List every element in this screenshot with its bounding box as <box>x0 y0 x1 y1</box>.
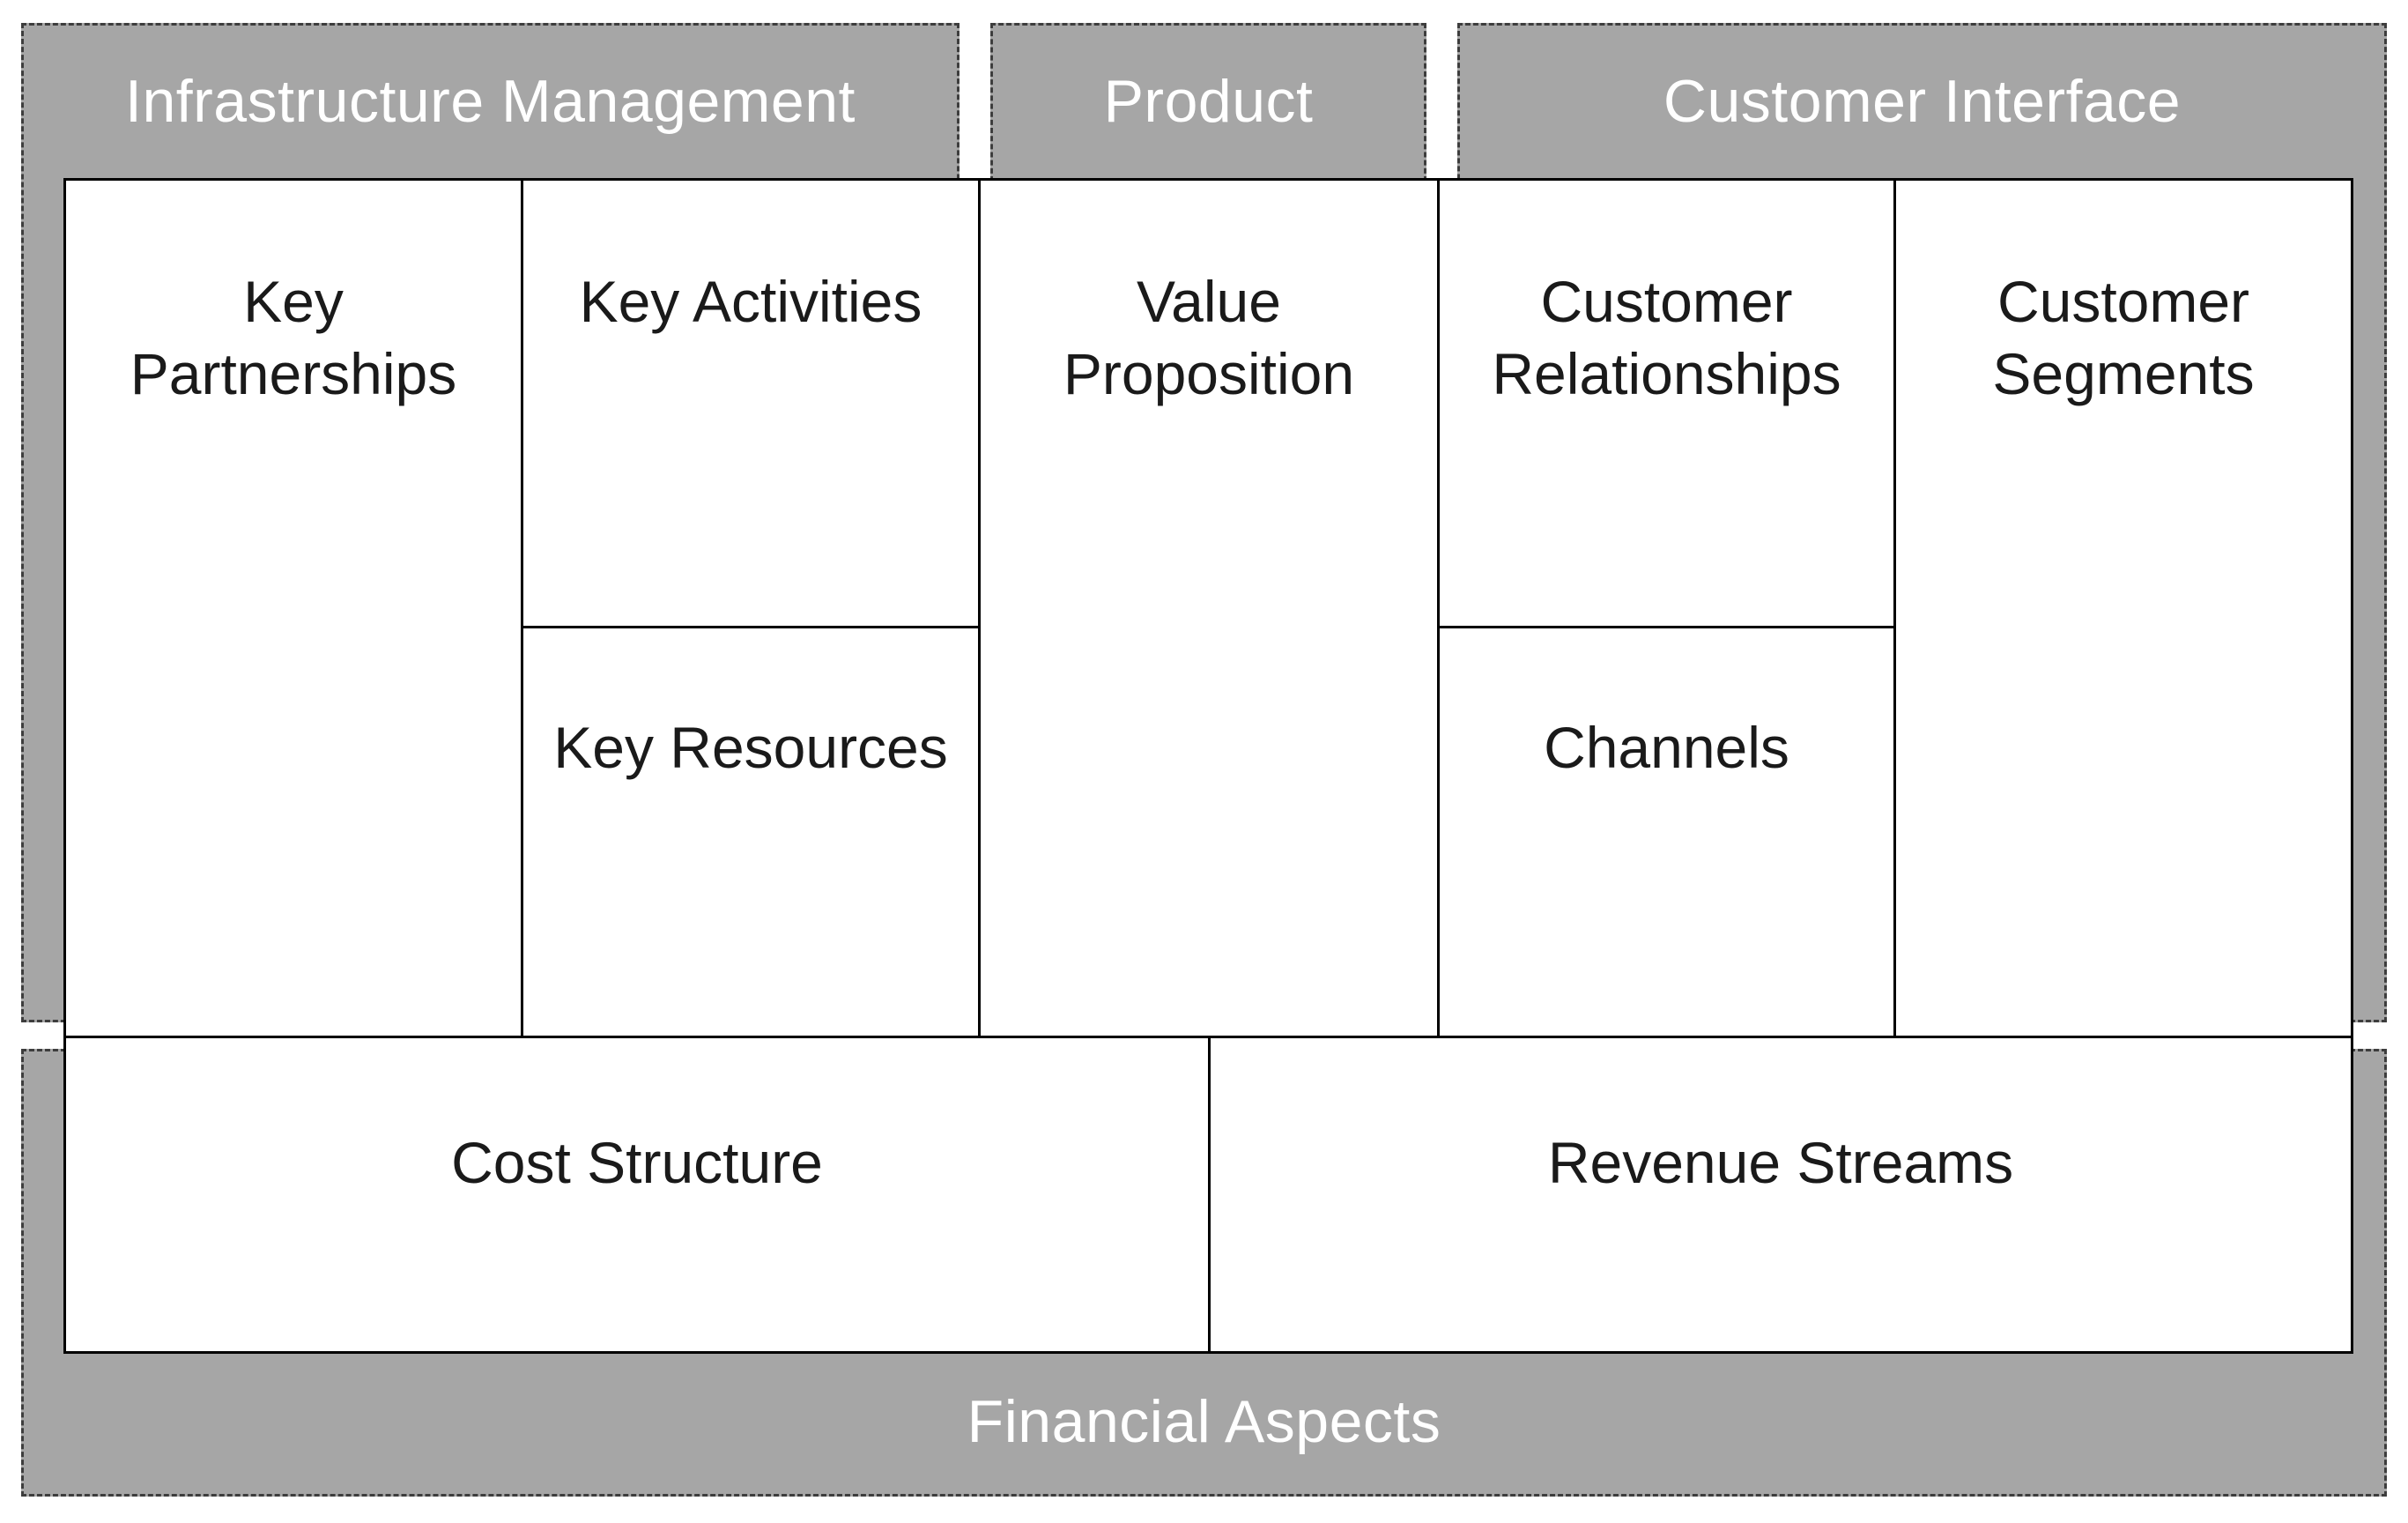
product-group: Product <box>990 23 1426 182</box>
key-resources-block: Key Resources <box>521 626 981 1038</box>
key-activities-label: Key Activities <box>579 269 922 334</box>
customer-segments-label: Customer Segments <box>1992 269 2255 406</box>
customer-segments-block: Customer Segments <box>1893 178 2353 1038</box>
cost-structure-label: Cost Structure <box>451 1130 823 1195</box>
key-partnerships-label: Key Partnerships <box>130 269 457 406</box>
infrastructure-management-label: Infrastructure Management <box>125 68 856 135</box>
customer-relationships-block: Customer Relationships <box>1437 178 1896 628</box>
value-proposition-label: Value Proposition <box>1063 269 1355 406</box>
financial-aspects-label: Financial Aspects <box>967 1388 1441 1455</box>
key-partnerships-block: Key Partnerships <box>63 178 523 1038</box>
key-activities-block: Key Activities <box>521 178 981 628</box>
key-resources-label: Key Resources <box>553 715 948 780</box>
revenue-streams-block: Revenue Streams <box>1208 1036 2353 1354</box>
cost-structure-block: Cost Structure <box>63 1036 1211 1354</box>
customer-relationships-label: Customer Relationships <box>1492 269 1841 406</box>
revenue-streams-label: Revenue Streams <box>1547 1130 2014 1195</box>
channels-block: Channels <box>1437 626 1896 1038</box>
channels-label: Channels <box>1544 715 1789 780</box>
value-proposition-block: Value Proposition <box>978 178 1440 1038</box>
customer-interface-label: Customer Interface <box>1663 68 2182 135</box>
product-label: Product <box>1103 68 1314 135</box>
